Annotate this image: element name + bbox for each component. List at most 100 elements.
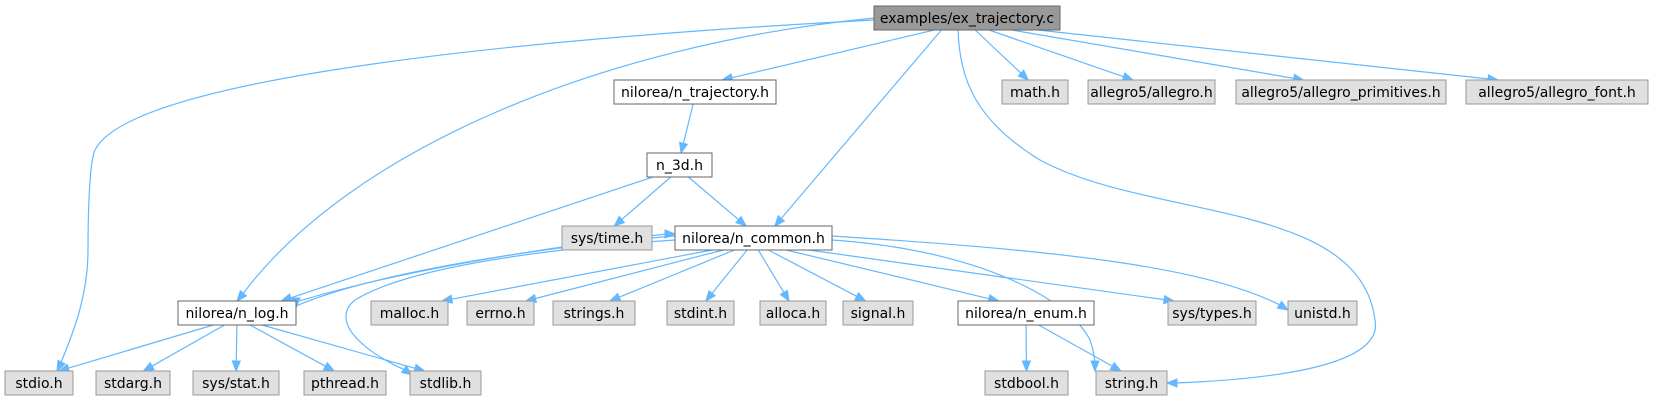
edge-root-to-n_common-line <box>780 29 942 220</box>
node-label: stdbool.h <box>994 376 1059 392</box>
edge-n_common-to-unistd-line <box>831 235 1281 306</box>
edge-n_log-to-n_common-arrowhead <box>664 229 677 239</box>
node-box <box>1235 79 1447 105</box>
edge-n_enum-to-stdbool-arrowhead <box>1021 360 1032 373</box>
edge-root-to-allegro-line <box>988 29 1125 78</box>
node-string: string.h <box>1095 370 1168 396</box>
edge-n_enum-to-stdbool <box>1021 324 1032 373</box>
edge-n_3d-to-n_common <box>687 176 748 227</box>
node-sysstat: sys/stat.h <box>192 370 280 396</box>
edge-n_3d-to-n_common-line <box>687 176 740 221</box>
node-box <box>561 225 653 251</box>
node-root[interactable]: examples/ex_trajectory.c <box>873 5 1061 31</box>
node-label: nilorea/n_common.h <box>682 231 825 247</box>
node-label: allegro5/allegro.h <box>1090 85 1212 101</box>
edge-n_common-to-unistd <box>831 235 1290 311</box>
edge-n_log-to-stdarg-line <box>150 324 225 368</box>
node-box <box>95 370 171 396</box>
node-unistd: unistd.h <box>1287 300 1358 326</box>
edge-n_common-to-signal-line <box>768 249 858 298</box>
edge-n_3d-to-n_log <box>279 176 654 303</box>
node-box <box>303 370 387 396</box>
node-label: sys/stat.h <box>202 376 270 392</box>
edge-root-to-allegro-arrowhead <box>1121 72 1135 82</box>
node-n-common[interactable]: nilorea/n_common.h <box>674 225 833 251</box>
node-label: string.h <box>1105 376 1159 392</box>
edge-n_3d-to-systime-arrowhead <box>613 215 626 227</box>
nodes-layer: examples/ex_trajectory.c nilorea/n_trajec… <box>4 5 1649 396</box>
edge-n_3d-to-n_log-line <box>289 176 654 299</box>
edge-n_3d-to-n_common-arrowhead <box>735 215 748 227</box>
edge-n_trajectory-to-n_3d <box>678 103 694 155</box>
node-n-log[interactable]: nilorea/n_log.h <box>177 300 297 326</box>
edge-root-to-n_common <box>773 29 942 228</box>
node-n-enum[interactable]: nilorea/n_enum.h <box>957 300 1095 326</box>
edge-root-to-math-arrowhead <box>1017 69 1030 81</box>
edge-n_3d-to-systime-line <box>620 176 672 221</box>
node-signal: signal.h <box>842 300 914 326</box>
edge-n_trajectory-to-n_3d-line <box>682 103 694 145</box>
edge-n_log-to-stdio <box>57 324 214 373</box>
edge-n_common-to-alloca <box>757 249 790 303</box>
edge-root-to-stdio-arrowhead <box>56 359 66 373</box>
node-allegro-prim: allegro5/allegro_primitives.h <box>1235 79 1447 105</box>
edge-n_common-to-signal-arrowhead <box>854 291 867 302</box>
edge-n_log-to-stdarg <box>142 324 225 372</box>
node-label: stdio.h <box>15 376 62 392</box>
node-box <box>1095 370 1168 396</box>
edge-n_log-to-sysstat-line <box>235 324 238 363</box>
node-box <box>1087 79 1216 105</box>
node-n-trajectory[interactable]: nilorea/n_trajectory.h <box>613 79 777 105</box>
node-systypes: sys/types.h <box>1167 300 1257 326</box>
edge-root-to-string-line <box>957 29 1376 384</box>
edge-n_common-to-stdint-arrowhead <box>704 289 717 303</box>
node-stdlib: stdlib.h <box>409 370 482 396</box>
node-box <box>842 300 914 326</box>
node-box <box>1465 79 1649 105</box>
edge-n_enum-to-string-line <box>1038 324 1114 368</box>
node-n-3d[interactable]: n_3d.h <box>646 152 713 178</box>
node-systime: sys/time.h <box>561 225 653 251</box>
edge-n_trajectory-to-n_3d-arrowhead <box>678 141 689 155</box>
edge-root-to-n_log-arrowhead <box>236 289 248 303</box>
node-box <box>666 300 735 326</box>
node-pthread: pthread.h <box>303 370 387 396</box>
node-strings: strings.h <box>552 300 636 326</box>
node-label: allegro5/allegro_primitives.h <box>1241 85 1440 101</box>
edge-root-to-n_trajectory-line <box>730 29 935 79</box>
node-box <box>552 300 636 326</box>
edges-layer <box>56 17 1500 388</box>
node-box <box>646 152 713 178</box>
node-box <box>192 370 280 396</box>
node-box <box>409 370 482 396</box>
node-allegro-font: allegro5/allegro_font.h <box>1465 79 1649 105</box>
node-box <box>759 300 827 326</box>
edge-n_common-to-strings-line <box>618 249 735 299</box>
edge-n_log-to-pthread <box>249 324 336 372</box>
edge-root-to-allegro_prim-line <box>1011 29 1295 80</box>
node-label: allegro5/allegro_font.h <box>1478 85 1636 101</box>
edge-n_log-to-stdio-line <box>67 324 214 370</box>
node-box <box>613 79 777 105</box>
edge-n_log-to-pthread-line <box>249 324 327 368</box>
edge-root-to-math-line <box>974 29 1023 75</box>
node-label: sys/time.h <box>571 231 644 247</box>
node-label: unistd.h <box>1294 306 1351 322</box>
edge-n_common-to-errno-line <box>534 249 724 300</box>
node-label: nilorea/n_enum.h <box>965 306 1087 322</box>
node-errno: errno.h <box>466 300 535 326</box>
edge-n_common-to-n_enum-line <box>786 249 991 300</box>
node-label: nilorea/n_trajectory.h <box>621 85 769 101</box>
node-label: stdlib.h <box>420 376 472 392</box>
node-label: alloca.h <box>766 306 821 322</box>
edge-root-to-n_log <box>236 17 875 303</box>
node-stdbool: stdbool.h <box>984 370 1069 396</box>
edge-n_common-to-stdlib-arrowhead <box>400 365 414 376</box>
edge-n_log-to-sysstat <box>231 324 242 373</box>
edge-root-to-n_common-arrowhead <box>773 214 786 228</box>
edge-n_common-to-malloc <box>440 249 713 304</box>
edge-n_common-to-alloca-line <box>757 249 785 294</box>
edge-root-to-math <box>974 29 1030 81</box>
node-label: examples/ex_trajectory.c <box>880 11 1054 27</box>
